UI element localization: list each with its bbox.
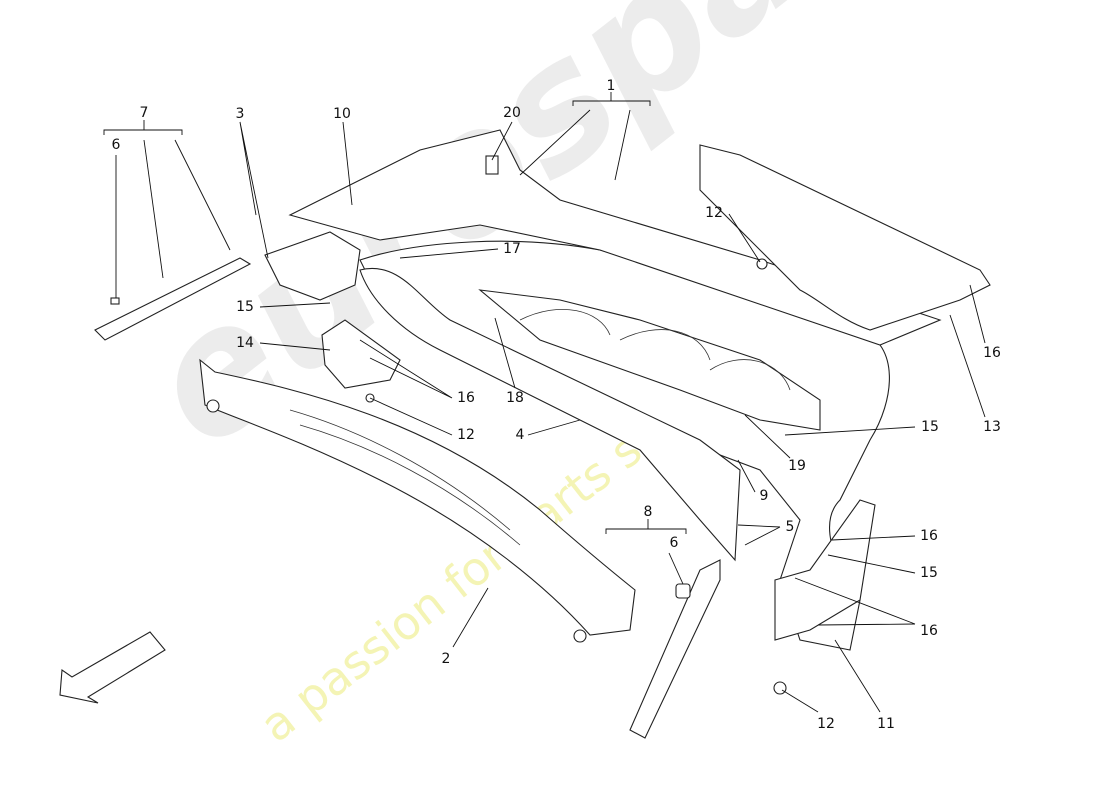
absorber-pin-left — [206, 399, 220, 413]
callout-14: 14 — [236, 335, 254, 351]
callout-8: 8 — [643, 504, 653, 520]
callout-5: 5 — [785, 519, 795, 535]
clip-6a — [110, 297, 120, 305]
callout-12: 12 — [705, 205, 723, 221]
clip-6b — [675, 583, 691, 599]
callout-6: 6 — [111, 137, 121, 153]
lower-inner-panel — [478, 289, 821, 431]
leader-lines — [115, 109, 986, 713]
callout-1: 1 — [606, 78, 616, 94]
nut-12c — [773, 681, 787, 695]
callout-16: 16 — [983, 345, 1001, 361]
callout-15: 15 — [236, 299, 254, 315]
callout-18: 18 — [506, 390, 524, 406]
callout-15: 15 — [920, 565, 938, 581]
callout-12: 12 — [817, 716, 835, 732]
left-side-bracket — [264, 231, 361, 301]
callout-10: 10 — [333, 106, 351, 122]
group-bracket-1 — [572, 92, 651, 106]
callout-7: 7 — [139, 105, 149, 121]
left-bracket-strip — [94, 257, 252, 341]
callout-15: 15 — [921, 419, 939, 435]
energy-absorber — [199, 358, 636, 636]
callout-6: 6 — [669, 535, 679, 551]
callout-19: 19 — [788, 458, 806, 474]
right-side-bracket-11 — [774, 499, 876, 641]
callout-20: 20 — [503, 105, 521, 121]
diffuser-panel — [699, 144, 991, 331]
absorber-pin-right — [573, 629, 587, 643]
callout-12: 12 — [457, 427, 475, 443]
callout-13: 13 — [983, 419, 1001, 435]
reinforcement-beam — [359, 267, 741, 562]
callout-11: 11 — [877, 716, 895, 732]
callout-9: 9 — [759, 488, 769, 504]
callout-17: 17 — [503, 241, 521, 257]
direction-arrow-icon — [59, 631, 166, 704]
right-bracket-strip — [629, 559, 721, 739]
callout-16: 16 — [920, 528, 938, 544]
callout-4: 4 — [515, 427, 525, 443]
callout-3: 3 — [235, 106, 245, 122]
group-bracket-8 — [605, 519, 687, 534]
callout-2: 2 — [441, 651, 451, 667]
label-20 — [485, 155, 499, 175]
callout-16: 16 — [457, 390, 475, 406]
callout-16: 16 — [920, 623, 938, 639]
group-bracket-7 — [103, 120, 183, 135]
left-lower-bracket-14 — [321, 319, 401, 389]
